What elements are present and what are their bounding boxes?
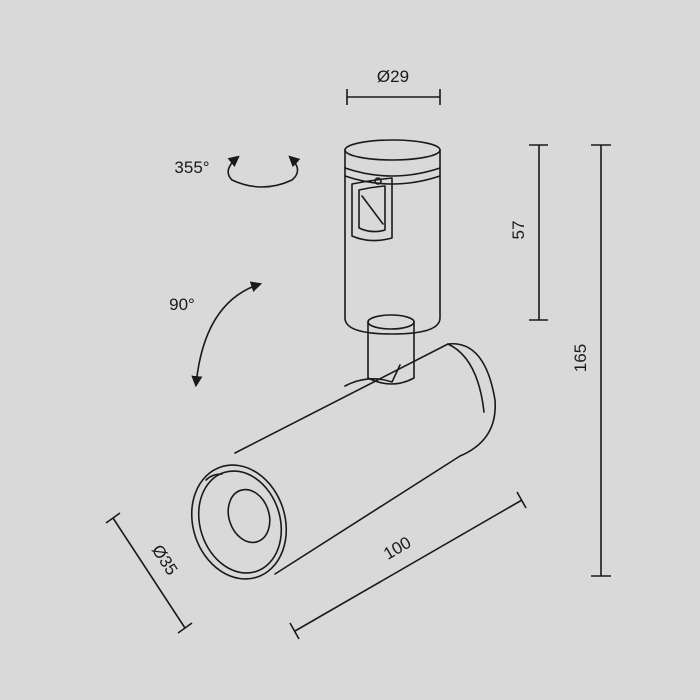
mount-height-label: 57 — [509, 221, 528, 240]
dimension-body-diameter: Ø35 — [105, 512, 193, 634]
dimension-body-length: 100 — [289, 491, 527, 640]
total-height-label: 165 — [571, 344, 590, 372]
lamp-body — [190, 343, 496, 580]
rotation-horizontal-indicator: 355° — [174, 155, 301, 188]
rotation-horizontal-label: 355° — [174, 158, 209, 177]
fixture — [190, 139, 496, 580]
rotation-vertical-indicator: 90° — [169, 281, 263, 388]
joint-neck — [367, 314, 415, 385]
dimension-mount-height: 57 — [509, 144, 548, 321]
track-adapter — [344, 139, 441, 335]
dimension-mount-diameter: Ø29 — [346, 67, 441, 105]
dimension-total-height: 165 — [571, 144, 611, 577]
body-length-label: 100 — [380, 533, 414, 564]
mount-diameter-label: Ø29 — [377, 67, 409, 86]
rotation-vertical-label: 90° — [169, 295, 195, 314]
body-diameter-label: Ø35 — [148, 541, 181, 578]
